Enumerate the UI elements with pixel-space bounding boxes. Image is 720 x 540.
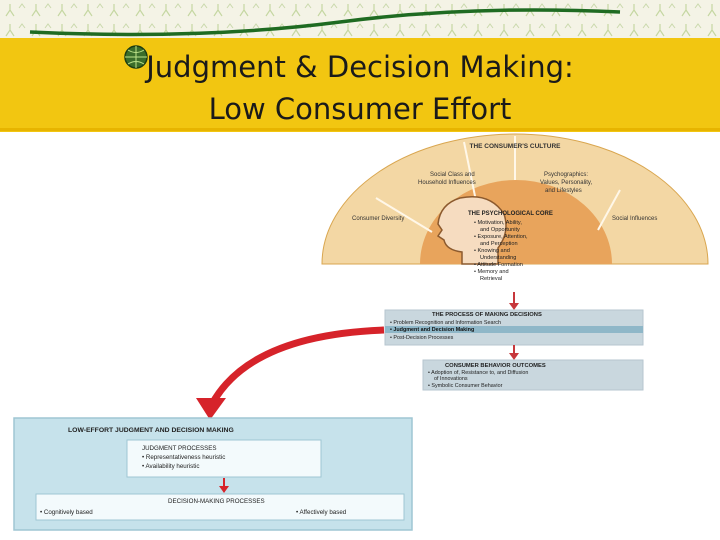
culture-label: THE CONSUMER'S CULTURE bbox=[470, 143, 562, 150]
svg-text:• Adoption of, Resistance to,: • Adoption of, Resistance to, and Diffus… bbox=[428, 370, 528, 376]
social-class-label: Social Class and Household Influences bbox=[418, 172, 476, 186]
svg-text:• Affectively based: • Affectively based bbox=[296, 509, 347, 516]
slide-title-line-1: Judgment & Decision Making: bbox=[146, 50, 574, 84]
svg-text:CONSUMER BEHAVIOR OUTCOMES: CONSUMER BEHAVIOR OUTCOMES bbox=[445, 363, 546, 369]
svg-text:• Memory and: • Memory and bbox=[474, 269, 509, 275]
globe-logo-icon bbox=[124, 45, 148, 69]
low-effort-panel: LOW-EFFORT JUDGMENT AND DECISION MAKING … bbox=[13, 417, 413, 531]
title-band bbox=[0, 38, 720, 132]
decision-processes-box bbox=[35, 493, 405, 521]
head-silhouette-icon bbox=[436, 196, 507, 265]
title-divider bbox=[0, 128, 720, 131]
svg-text:• Motivation, Ability,: • Motivation, Ability, bbox=[474, 220, 522, 226]
down-arrow-icon bbox=[509, 345, 519, 360]
decision-title: DECISION-MAKING PROCESSES bbox=[168, 498, 265, 505]
svg-text:of Innovations: of Innovations bbox=[434, 376, 468, 382]
consumer-diversity-label: Consumer Diversity bbox=[352, 216, 404, 222]
svg-text:Retrieval: Retrieval bbox=[480, 276, 502, 282]
svg-text:• Knowing and: • Knowing and bbox=[474, 248, 510, 254]
curved-red-arrow-icon bbox=[196, 326, 385, 420]
svg-text:• Symbolic Consumer Behavior: • Symbolic Consumer Behavior bbox=[428, 383, 503, 389]
process-box: THE PROCESS OF MAKING DECISIONS • Proble… bbox=[384, 309, 644, 346]
core-items: • Motivation, Ability, and Opportunity •… bbox=[474, 220, 528, 282]
svg-text:THE PROCESS OF MAKING DECISION: THE PROCESS OF MAKING DECISIONS bbox=[432, 312, 542, 318]
outcomes-box: CONSUMER BEHAVIOR OUTCOMES • Adoption of… bbox=[422, 359, 644, 391]
svg-text:• Attitude Formation: • Attitude Formation bbox=[474, 262, 523, 268]
judgment-processes-box bbox=[126, 439, 322, 478]
decorative-header-band bbox=[0, 0, 720, 40]
svg-text:and Perception: and Perception bbox=[480, 241, 518, 247]
svg-text:• Judgment and Decision Making: • Judgment and Decision Making bbox=[390, 327, 474, 333]
down-arrow-icon bbox=[509, 292, 519, 310]
judgment-title: JUDGMENT PROCESSES bbox=[142, 445, 217, 452]
svg-text:• Post-Decision Processes: • Post-Decision Processes bbox=[390, 335, 454, 341]
core-title: THE PSYCHOLOGICAL CORE bbox=[468, 211, 553, 217]
svg-text:• Cognitively based: • Cognitively based bbox=[40, 509, 93, 516]
sprig-pattern bbox=[0, 0, 720, 40]
svg-text:• Exposure, Attention,: • Exposure, Attention, bbox=[474, 234, 528, 240]
svg-text:• Representativeness heuristic: • Representativeness heuristic bbox=[142, 454, 225, 461]
down-arrow-icon bbox=[219, 478, 229, 493]
social-influences-label: Social Influences bbox=[612, 216, 657, 222]
psychographics-label: Psychographics: Values, Personality, and… bbox=[540, 172, 594, 194]
svg-text:• Problem Recognition and Info: • Problem Recognition and Information Se… bbox=[390, 320, 501, 326]
slide-title-line-2: Low Consumer Effort bbox=[208, 92, 512, 126]
svg-text:and Opportunity: and Opportunity bbox=[480, 227, 520, 233]
svg-text:• Availability heuristic: • Availability heuristic bbox=[142, 463, 199, 470]
svg-text:Understanding: Understanding bbox=[480, 255, 516, 261]
consumer-behavior-diagram: THE CONSUMER'S CULTURE Social Class and … bbox=[13, 133, 709, 531]
low-effort-title: LOW-EFFORT JUDGMENT AND DECISION MAKING bbox=[68, 427, 234, 434]
